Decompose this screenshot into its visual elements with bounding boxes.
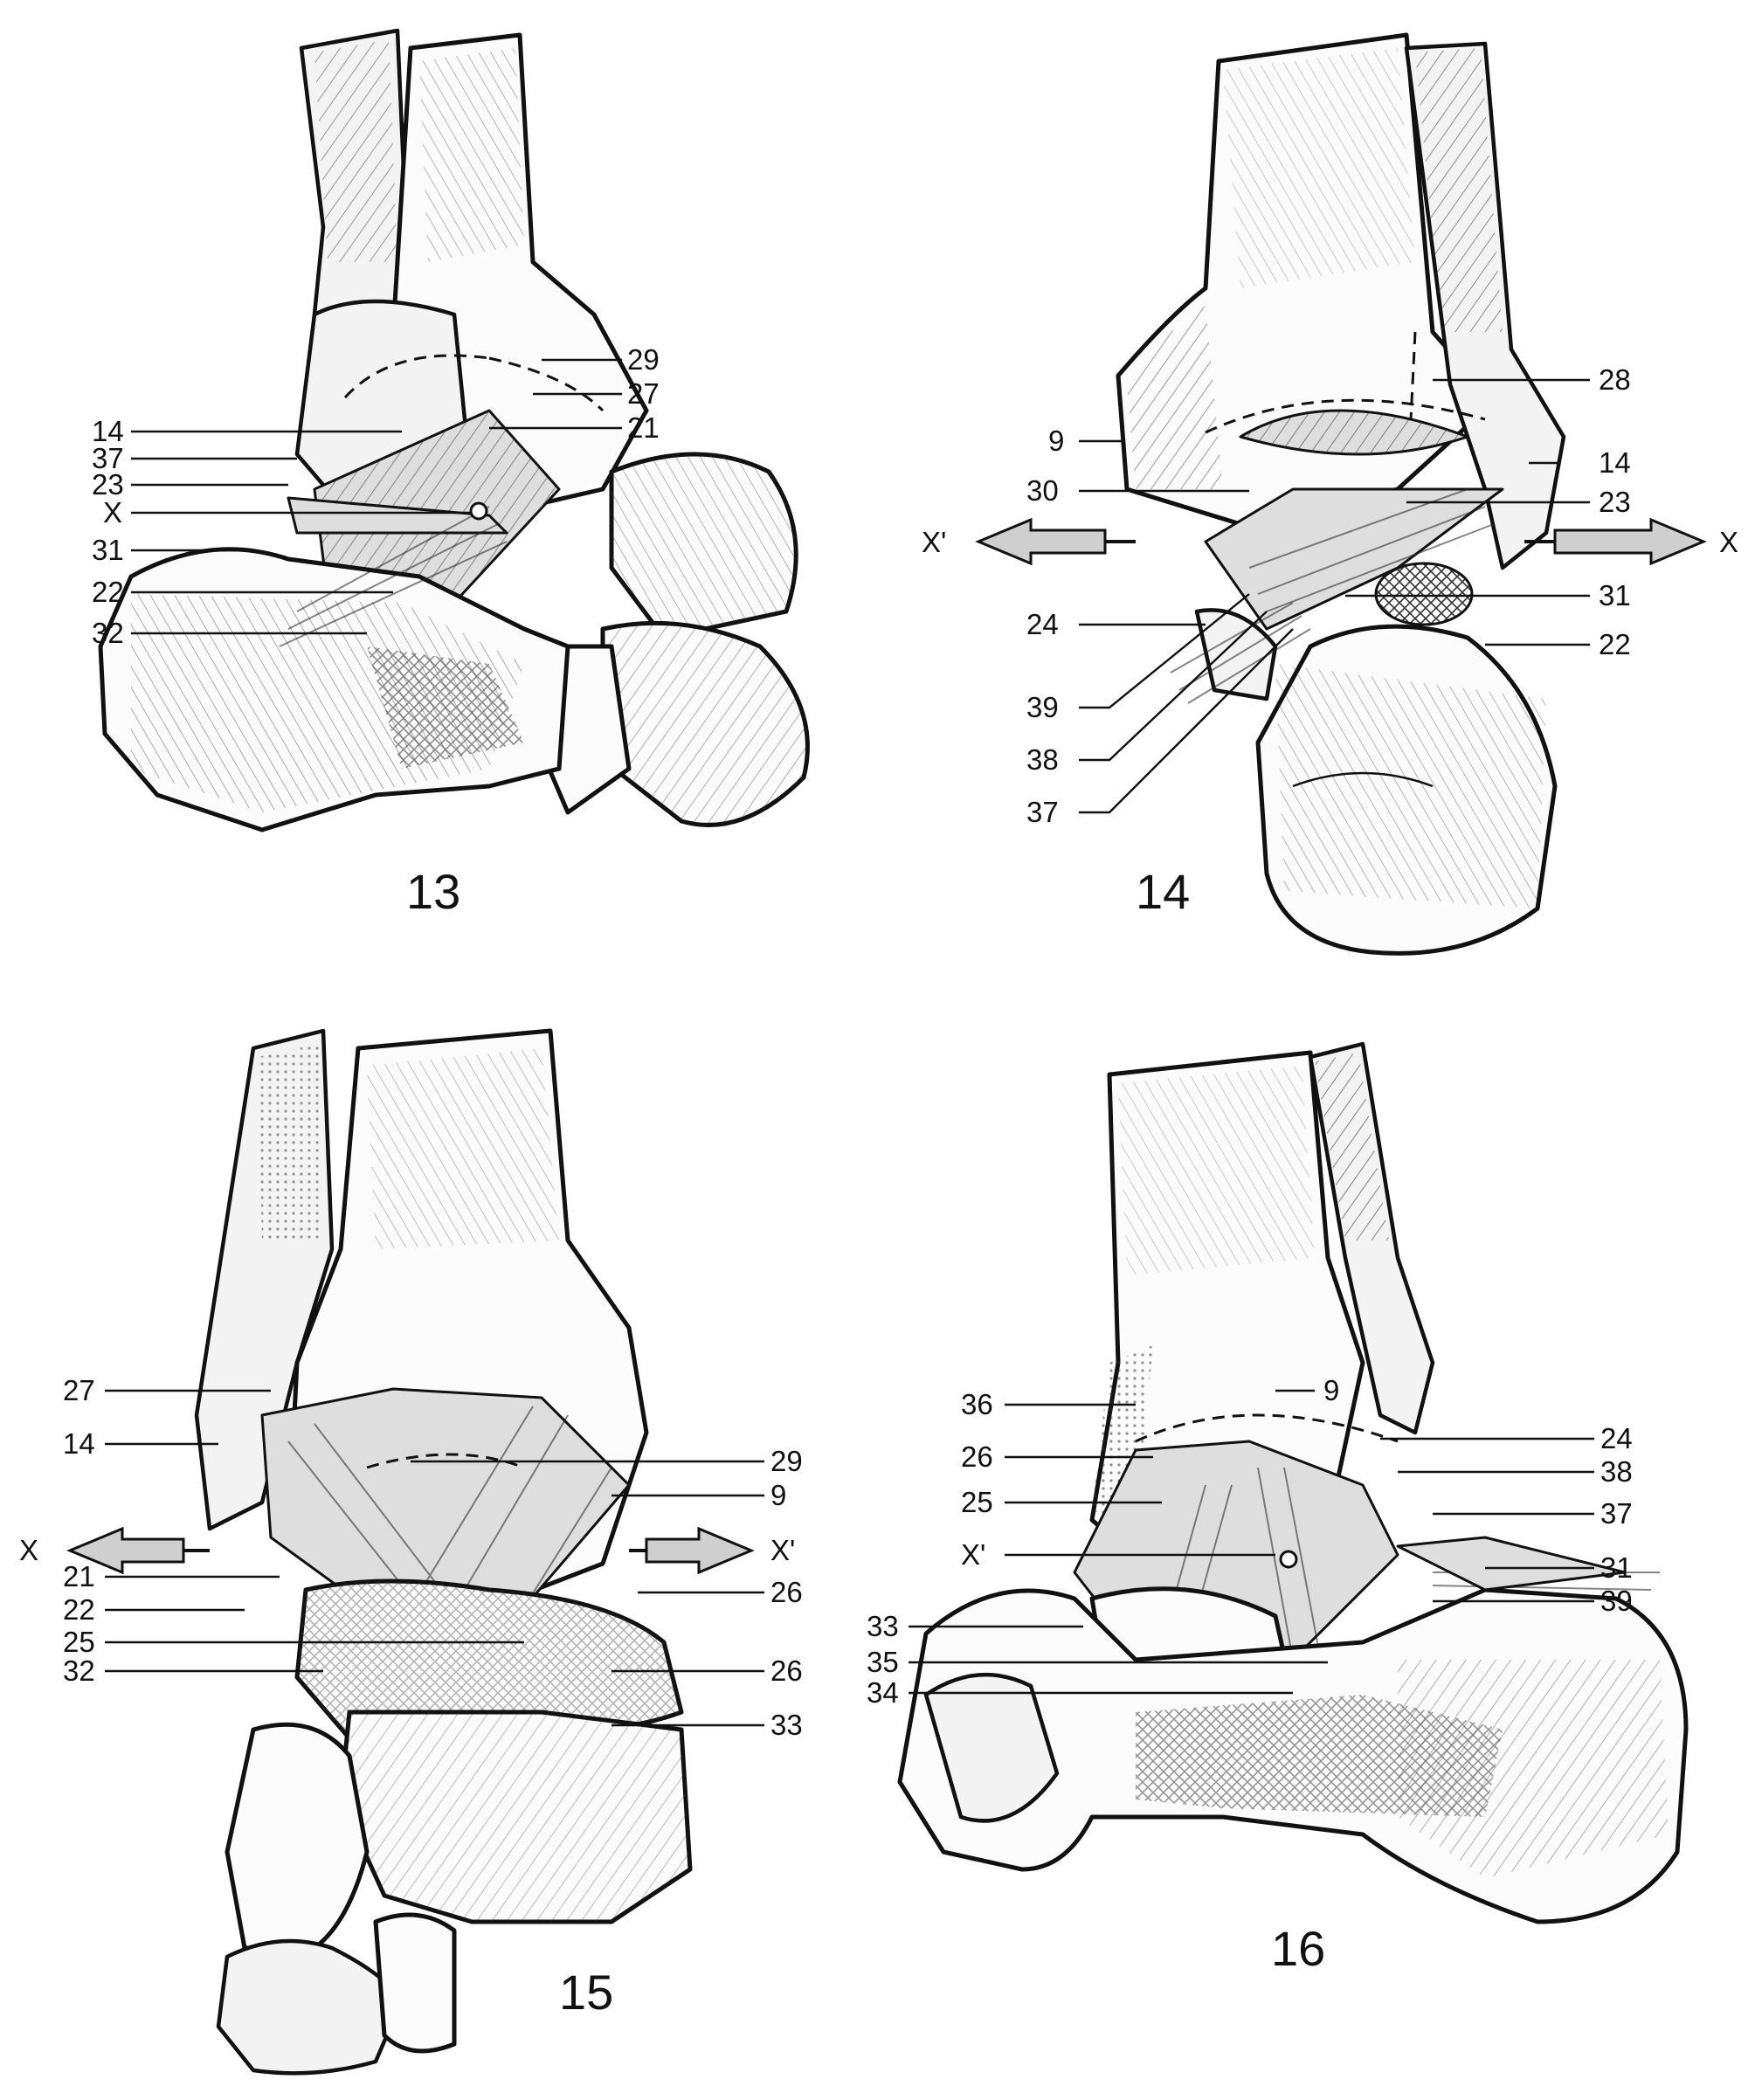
figure-15-label-26-upper: 26: [770, 1576, 803, 1608]
figure-13: 29 27 21 14 37 23 X 31 22 32 13: [92, 28, 810, 919]
figure-16-label-35: 35: [867, 1646, 899, 1678]
figure-15-number: 15: [559, 1965, 613, 2020]
figure-14-label-30: 30: [1026, 474, 1059, 507]
figure-13-label-29: 29: [627, 343, 660, 376]
figure-15-label-X-prime: X': [770, 1534, 795, 1566]
figure-16-label-38: 38: [1600, 1455, 1633, 1488]
figure-15-callouts: [105, 1389, 764, 1727]
figure-13-label-31: 31: [92, 534, 124, 566]
figure-15-label-27: 27: [63, 1374, 95, 1406]
figure-16-callouts: [909, 1389, 1594, 1695]
figure-14-label-31: 31: [1599, 579, 1631, 611]
figure-14-label-37: 37: [1026, 796, 1059, 828]
figure-16-label-34: 34: [867, 1676, 899, 1709]
figure-13-label-27: 27: [627, 377, 660, 410]
figure-16-drawing: [897, 1041, 1689, 1924]
figure-16-label-25: 25: [961, 1486, 993, 1518]
figure-14-callouts: [1079, 378, 1590, 814]
figure-15: 27 14 29 9 X X' 21 26 22 25 32 26 33 15: [19, 1028, 803, 2076]
figure-16: 9 36 24 26 38 25 37 X' 31 39 33 35 34 16: [867, 1041, 1689, 1976]
figure-13-drawing: [98, 28, 810, 832]
figure-14: 28 9 14 30 23 X' X 24 31 22 39 38 37 14: [922, 32, 1738, 956]
figure-16-number: 16: [1271, 1921, 1325, 1976]
figure-15-label-X: X: [19, 1534, 38, 1566]
figure-15-label-21: 21: [63, 1560, 95, 1592]
figure-14-label-9: 9: [1048, 425, 1064, 457]
figure-14-number: 14: [1136, 864, 1190, 919]
figure-15-label-26-lower: 26: [770, 1654, 803, 1687]
figure-16-label-33: 33: [867, 1610, 899, 1642]
figure-15-label-29: 29: [770, 1445, 803, 1477]
figure-14-drawing: [975, 32, 1707, 956]
figure-13-label-X: X: [103, 496, 122, 528]
figure-16-label-X-prime: X': [961, 1538, 985, 1571]
figure-15-label-22: 22: [63, 1593, 95, 1626]
figure-16-label-39: 39: [1600, 1585, 1633, 1617]
figure-15-drawing: [194, 1028, 693, 2076]
figure-15-arrows: [66, 1526, 755, 1575]
figure-16-label-31: 31: [1600, 1551, 1633, 1584]
figure-15-label-32: 32: [63, 1654, 95, 1687]
figure-15-label-25: 25: [63, 1626, 95, 1658]
figure-13-label-23: 23: [92, 468, 124, 501]
figure-13-label-37: 37: [92, 442, 124, 474]
figure-16-label-9: 9: [1323, 1374, 1339, 1406]
figure-15-label-9: 9: [770, 1479, 786, 1511]
figure-13-label-22: 22: [92, 576, 124, 608]
figure-14-label-14: 14: [1599, 446, 1631, 479]
figure-14-label-24: 24: [1026, 608, 1059, 640]
figure-14-label-38: 38: [1026, 743, 1059, 776]
figure-14-label-28: 28: [1599, 363, 1631, 396]
figure-13-label-21: 21: [627, 411, 660, 444]
figure-15-label-33: 33: [770, 1709, 803, 1741]
figure-13-number: 13: [406, 864, 460, 919]
figure-14-label-X: X: [1719, 526, 1738, 558]
figure-16-label-26: 26: [961, 1440, 993, 1473]
figure-14-label-X-prime: X': [922, 526, 946, 558]
figure-16-label-36: 36: [961, 1388, 993, 1420]
figure-13-callouts: [131, 358, 622, 635]
figure-16-label-37: 37: [1600, 1497, 1633, 1530]
figure-15-label-14: 14: [63, 1427, 95, 1460]
figure-16-label-24: 24: [1600, 1422, 1633, 1454]
figure-14-label-22: 22: [1599, 628, 1631, 660]
figure-14-label-23: 23: [1599, 486, 1631, 518]
figure-14-label-39: 39: [1026, 691, 1059, 723]
figure-13-label-14: 14: [92, 415, 124, 447]
figure-13-label-32: 32: [92, 617, 124, 649]
